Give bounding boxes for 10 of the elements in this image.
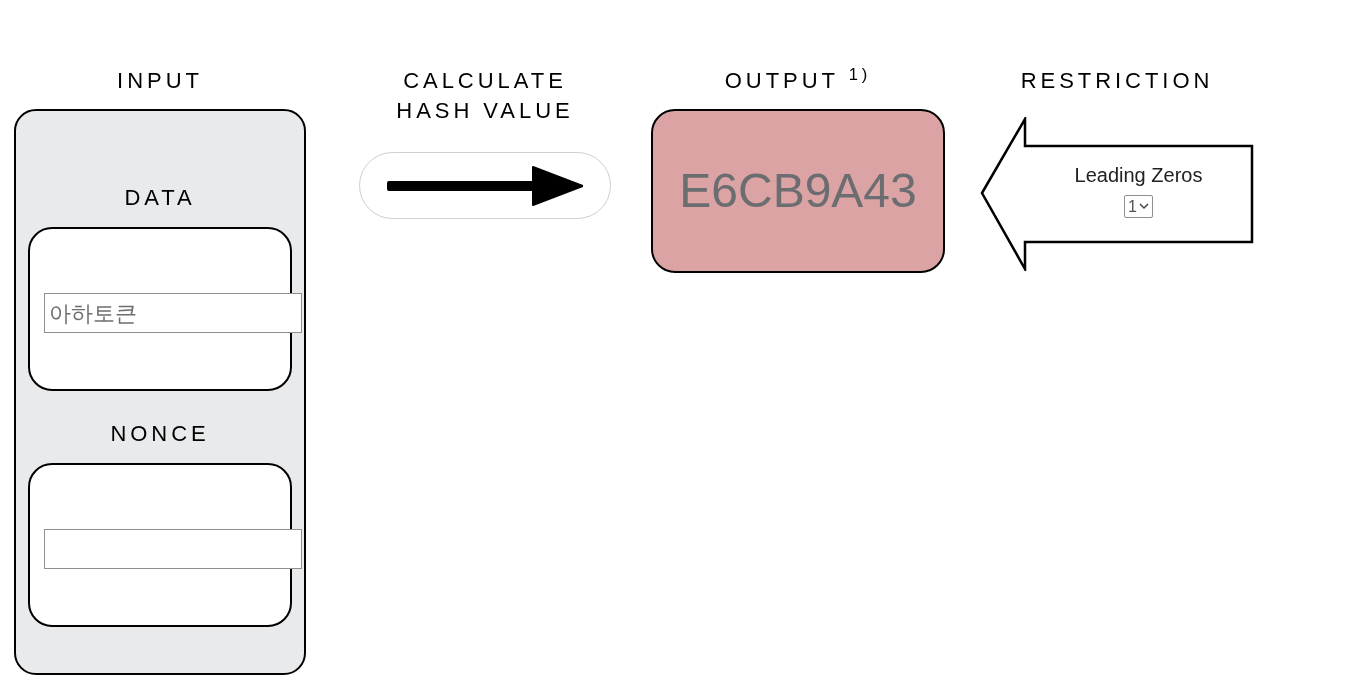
heading: OUTPUT $^{1)}$ [724,66,872,95]
heading: CALCULATE HASH VALUE [395,67,575,125]
hash-value: E6CB9A43 [679,167,917,215]
select-dropdown: 1 [1124,195,1153,218]
heading: DATA [124,184,196,212]
heading: INPUT [117,67,203,95]
restriction-label: Leading Zeros [1074,163,1203,187]
heading: RESTRICTION [1020,67,1214,95]
input-field: 아하토큰 [44,293,302,333]
heading: NONCE [110,420,210,448]
